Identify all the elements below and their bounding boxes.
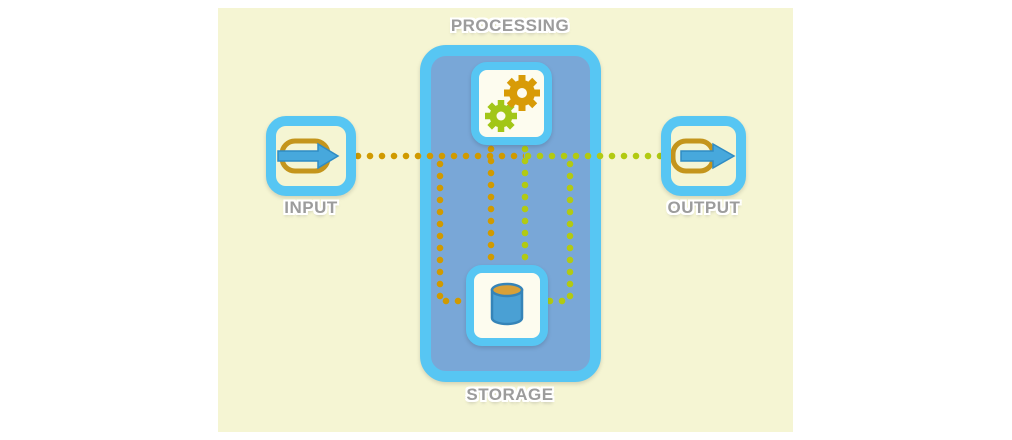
processing-gears-box — [471, 62, 552, 145]
output-label: OUTPUT — [667, 198, 741, 217]
storage-label: STORAGE — [466, 385, 554, 404]
two-gears-icon — [485, 75, 540, 132]
input-arrow-icon — [277, 138, 340, 174]
storage-box — [466, 265, 548, 346]
gear-orange-icon — [504, 75, 540, 111]
flow-dots-input-down-to-storage — [436, 160, 444, 302]
output-arrow-icon — [671, 138, 736, 174]
flow-dots-gears-to-storage — [487, 145, 495, 265]
input-label: INPUT — [284, 198, 338, 217]
gear-green-icon — [485, 100, 517, 132]
processing-label: PROCESSING — [450, 16, 570, 35]
flow-dots-storage-up-to-output — [566, 160, 574, 300]
flow-dots-storage-to-gears — [521, 145, 529, 265]
flow-dots-out-of-storage-right — [546, 297, 568, 305]
flow-dots-processing-to-output — [524, 152, 661, 160]
flow-dots-input-to-processing — [354, 152, 524, 160]
database-icon — [490, 282, 524, 326]
input-node — [266, 116, 356, 196]
flow-dots-into-storage-left — [442, 297, 468, 305]
output-node — [661, 116, 746, 196]
